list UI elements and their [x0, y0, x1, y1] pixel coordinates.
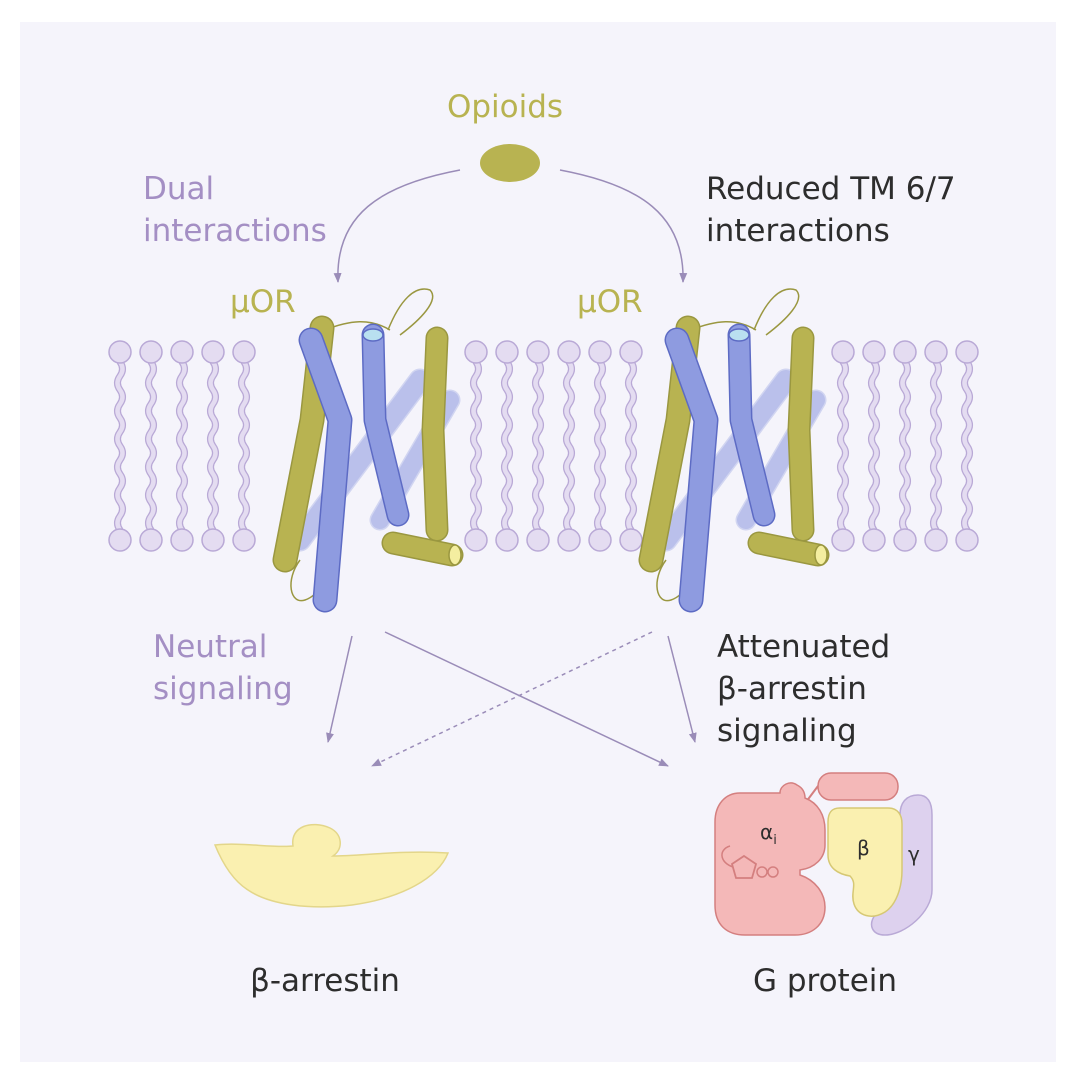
g-alpha-helical-top	[817, 772, 899, 801]
lipid	[893, 340, 917, 552]
dual-interactions-label: Dual interactions	[143, 171, 327, 249]
lipid	[619, 340, 643, 552]
gamma-subunit-label: γ	[908, 842, 920, 866]
lipid	[232, 340, 256, 552]
g-beta-subunit	[827, 807, 903, 917]
arrow-to-right-receptor	[559, 169, 688, 283]
mu-opioid-receptor-left	[272, 288, 464, 613]
opioid-ligand	[480, 144, 540, 182]
lipid	[495, 340, 519, 552]
arrow-left-to-gprotein	[384, 631, 669, 767]
beta-arrestin-shape	[213, 823, 450, 908]
alpha-subscript: i	[773, 833, 777, 848]
lipid	[831, 340, 855, 552]
lipid	[108, 340, 132, 552]
lipid-bilayer-middle	[464, 340, 643, 552]
lipid	[588, 340, 612, 552]
phosphate-2	[767, 866, 779, 878]
phosphate-1	[756, 866, 768, 878]
neutral-signaling-label: Neutral signaling	[153, 629, 293, 707]
g-protein-label: G protein	[752, 963, 898, 999]
arrow-left-to-arrestin	[326, 635, 353, 743]
lipid	[862, 340, 886, 552]
lipid	[201, 340, 225, 552]
reduced-tm-interactions-label: Reduced TM 6/7 interactions	[706, 171, 956, 249]
receptor-label-right: μOR	[577, 284, 643, 320]
lipid	[139, 340, 163, 552]
gdp-pentagon	[730, 854, 758, 879]
lipid	[557, 340, 581, 552]
lipid	[170, 340, 194, 552]
mu-opioid-receptor-right	[638, 288, 830, 613]
alpha-subunit-label: αi	[760, 820, 777, 848]
receptor-label-left: μOR	[230, 284, 296, 320]
attenuated-arrestin-label: Attenuated β-arrestin signaling	[717, 629, 891, 749]
beta-subunit-label: β	[857, 836, 870, 860]
g-alpha-subunit	[714, 782, 826, 936]
opioids-label: Opioids	[446, 89, 564, 125]
arrow-to-left-receptor	[333, 169, 461, 283]
lipid	[955, 340, 979, 552]
arrow-right-to-gprotein	[667, 635, 697, 743]
lipid-bilayer-right	[831, 340, 979, 552]
beta-arrestin-label: β-arrestin	[250, 963, 400, 999]
lipid-bilayer-left	[108, 340, 256, 552]
lipid	[526, 340, 550, 552]
lipid	[924, 340, 948, 552]
g-protein-complex	[714, 772, 933, 936]
lipid	[464, 340, 488, 552]
arrow-right-to-arrestin-dashed	[371, 631, 653, 767]
